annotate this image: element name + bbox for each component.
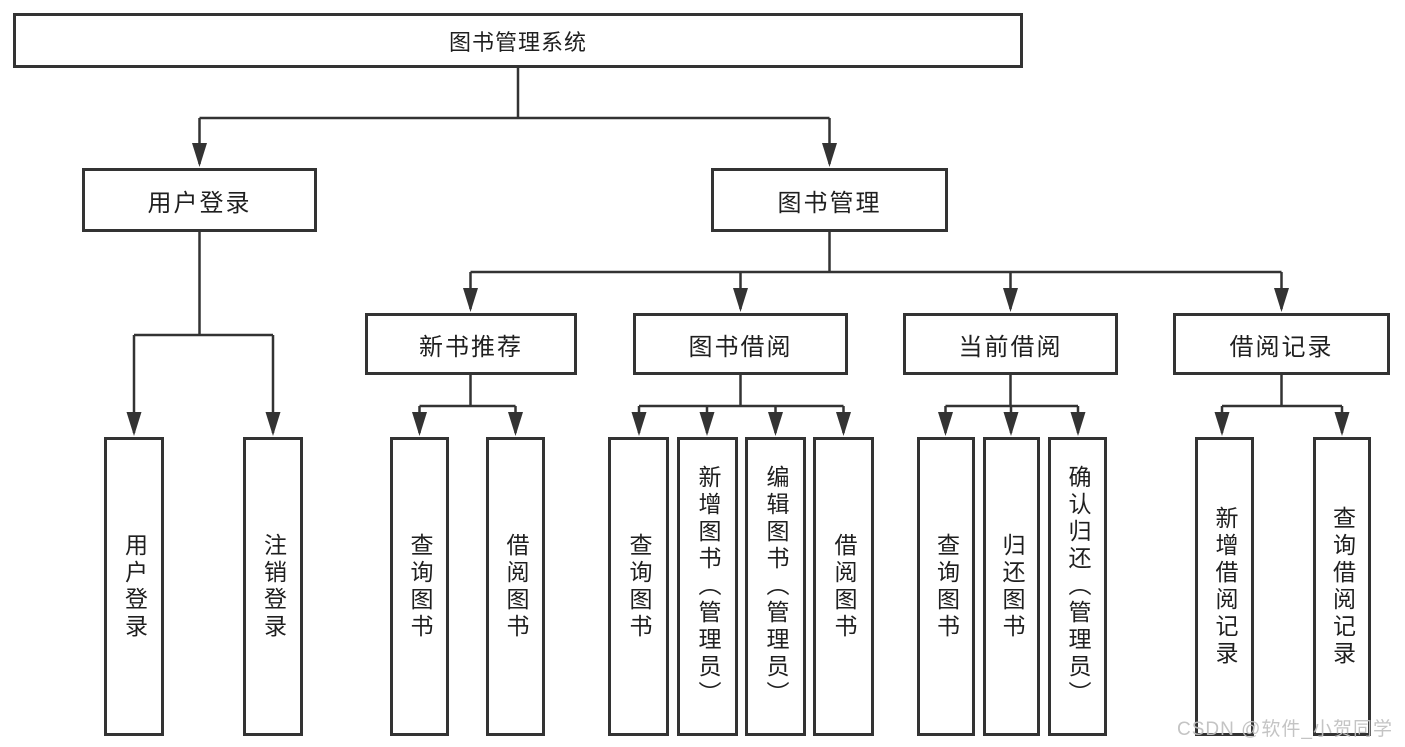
node-label: 注销登录 xyxy=(260,532,287,641)
node-label: 查询图书 xyxy=(626,532,652,641)
leaf-cb-return-books: 归还图书 xyxy=(983,437,1040,736)
node-label: 借阅图书 xyxy=(831,532,857,641)
node-label: 图书管理 xyxy=(777,189,882,217)
node-label: 借阅图书 xyxy=(503,532,529,641)
leaf-bb-borrow-books: 借阅图书 xyxy=(813,437,874,736)
leaf-nbr-query-books: 查询图书 xyxy=(390,437,449,736)
leaf-nbr-borrow-books: 借阅图书 xyxy=(486,437,545,736)
node-label: 编辑图书（管理员） xyxy=(763,465,789,708)
leaf-cb-query-books: 查询图书 xyxy=(917,437,975,736)
leaf-bb-add-book-admin: 新增图书（管理员） xyxy=(677,437,738,736)
node-label: 图书借阅 xyxy=(688,333,793,361)
node-label: 用户登录 xyxy=(147,189,252,217)
connector-user-login-to-leaves xyxy=(132,232,275,433)
node-label: 图书管理系统 xyxy=(448,29,587,55)
node-label: 确认归还（管理员） xyxy=(1065,465,1091,708)
node-label: 归还图书 xyxy=(999,532,1025,641)
connector-book-borrow-to-leaves xyxy=(637,375,845,433)
node-label: 当前借阅 xyxy=(958,333,1063,361)
connector-book-management-to-level3 xyxy=(469,232,1283,309)
node-label: 查询借阅记录 xyxy=(1329,505,1356,668)
connector-new-book-to-leaves xyxy=(418,375,517,433)
node-current-borrowing: 当前借阅 xyxy=(903,313,1118,375)
node-user-login: 用户登录 xyxy=(82,168,317,232)
node-book-borrowing: 图书借阅 xyxy=(633,313,848,375)
leaf-br-query-record: 查询借阅记录 xyxy=(1313,437,1371,736)
node-label: 新书推荐 xyxy=(419,333,523,361)
leaf-bb-edit-book-admin: 编辑图书（管理员） xyxy=(745,437,806,736)
node-label: 新增借阅记录 xyxy=(1212,505,1238,668)
node-label: 借阅记录 xyxy=(1229,333,1334,361)
node-new-book-recommend: 新书推荐 xyxy=(365,313,577,375)
connector-borrow-record-to-leaves xyxy=(1220,375,1344,433)
leaf-user-login: 用户登录 xyxy=(104,437,164,736)
connector-root-to-level2 xyxy=(198,68,831,164)
node-label: 查询图书 xyxy=(407,532,433,641)
node-label: 用户登录 xyxy=(121,532,148,641)
arrowheads xyxy=(126,143,1350,436)
node-label: 新增图书（管理员） xyxy=(695,465,721,708)
node-root: 图书管理系统 xyxy=(13,13,1023,68)
leaf-bb-query-books: 查询图书 xyxy=(608,437,669,736)
leaf-br-add-record: 新增借阅记录 xyxy=(1195,437,1254,736)
leaf-logout: 注销登录 xyxy=(243,437,303,736)
node-book-management: 图书管理 xyxy=(711,168,948,232)
node-label: 查询图书 xyxy=(933,532,960,641)
watermark: CSDN @软件_小贺同学 xyxy=(1177,719,1393,740)
node-borrowing-records: 借阅记录 xyxy=(1173,313,1390,375)
leaf-cb-confirm-return-admin: 确认归还（管理员） xyxy=(1048,437,1107,736)
